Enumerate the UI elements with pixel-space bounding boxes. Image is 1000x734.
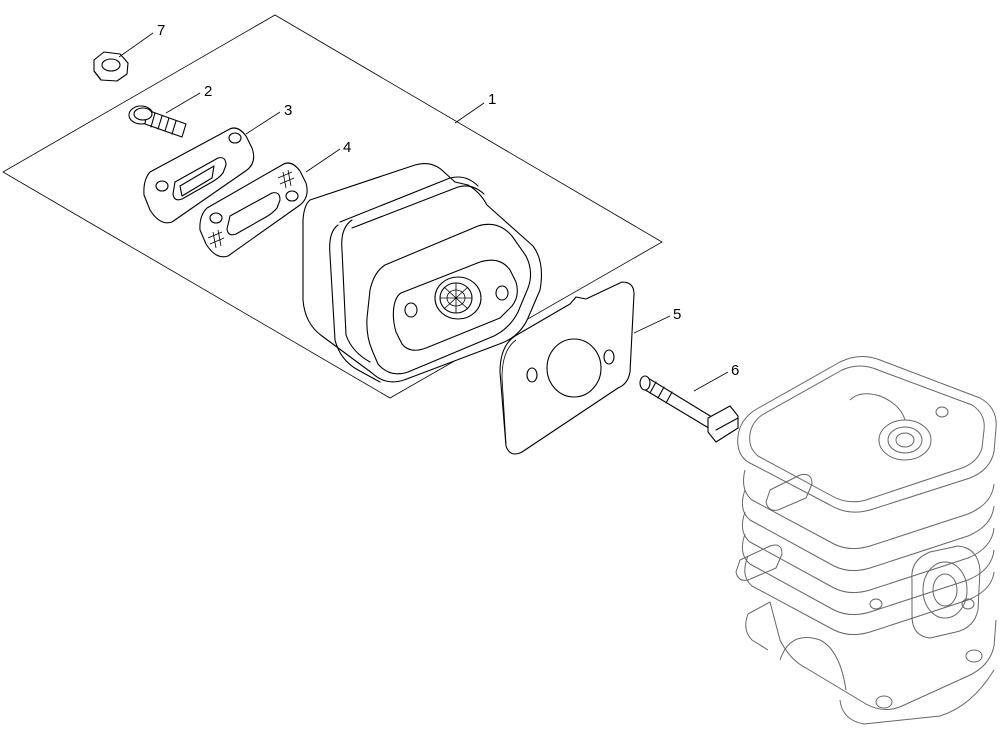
part-1-muffler <box>302 163 542 383</box>
part-5-gasket <box>499 281 635 455</box>
part-2-screw <box>128 105 187 138</box>
callout-7: 7 <box>157 22 165 39</box>
leader-4 <box>305 148 341 173</box>
kit-outline <box>2 14 663 399</box>
callout-2: 2 <box>204 83 212 100</box>
leader-7 <box>118 32 154 58</box>
part-3-plate <box>143 127 255 224</box>
callout-5: 5 <box>673 306 681 323</box>
callout-1: 1 <box>488 91 496 108</box>
part-4-gasket <box>199 162 308 258</box>
part-7-nut <box>93 51 129 82</box>
callout-3: 3 <box>284 102 292 119</box>
callout-6: 6 <box>731 362 739 379</box>
leader-3 <box>245 111 281 135</box>
part-6-bolt <box>639 375 739 443</box>
leader-5 <box>633 315 671 334</box>
leader-1 <box>454 102 485 124</box>
callout-4: 4 <box>343 139 351 156</box>
leader-6 <box>693 371 729 392</box>
leader-2 <box>165 92 201 114</box>
cylinder-reference <box>735 356 997 725</box>
